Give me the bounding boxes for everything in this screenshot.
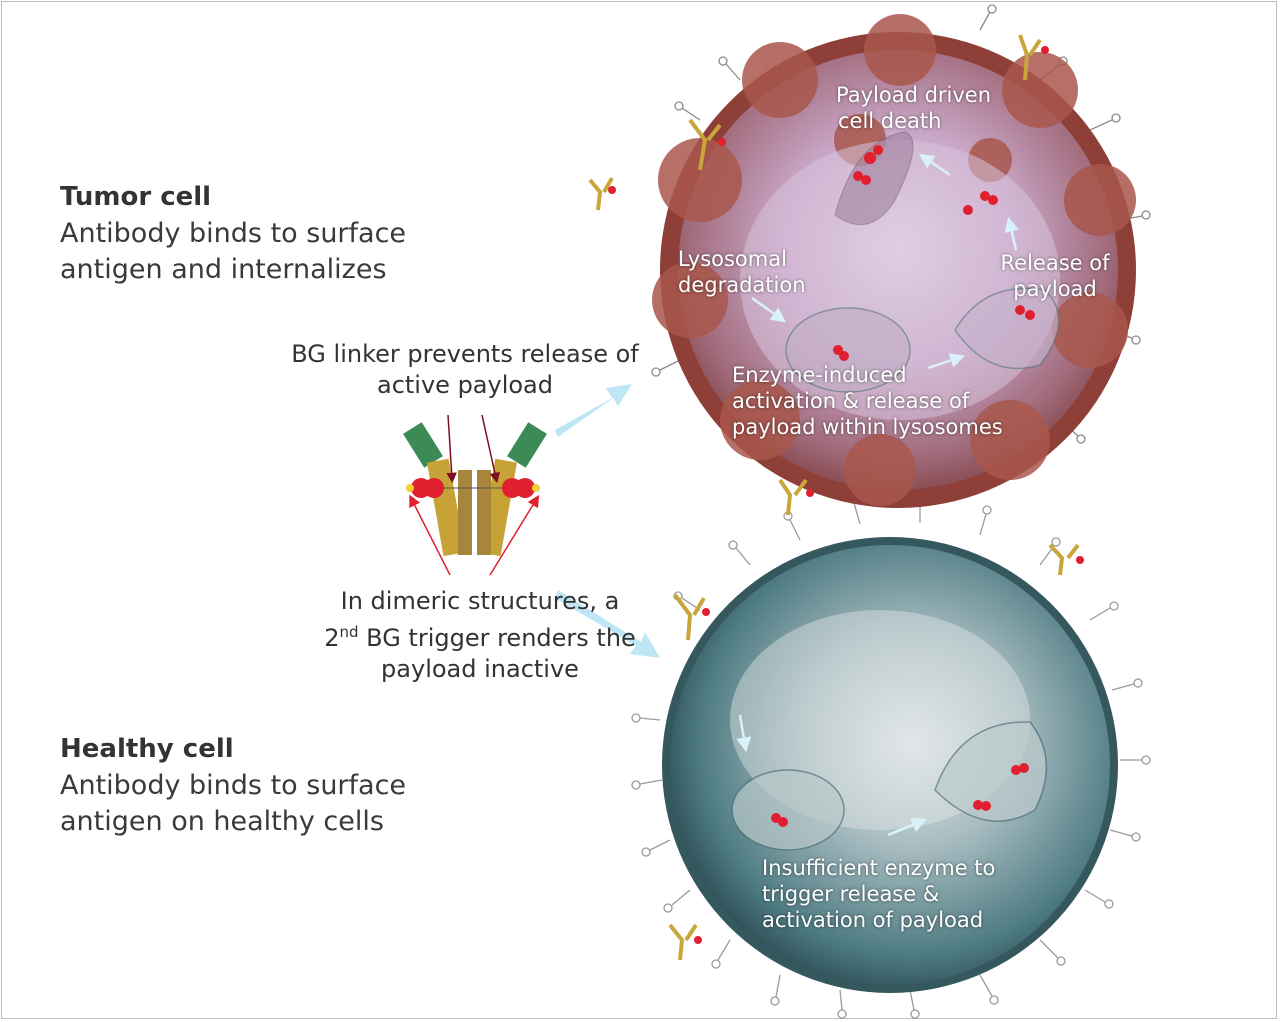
surface-antibodies [588, 34, 1084, 961]
dimeric-line3: payload inactive [381, 655, 579, 683]
lysosomal-line1: Lysosomal [678, 247, 787, 271]
cell-death-line2: cell death [838, 109, 942, 133]
cell-death-line1: Payload driven [836, 83, 992, 107]
dimeric-ordinal: 2 [324, 624, 340, 652]
linker-caption: BG linker prevents release of active pay… [270, 339, 660, 401]
release-line1: Release of [1000, 251, 1110, 275]
lysosomal-label: Lysosomal degradation [678, 246, 806, 298]
tumor-cell-title: Tumor cell [60, 182, 212, 212]
enzyme-line1: Enzyme-induced [732, 363, 907, 387]
healthy-desc-line1: Antibody binds to surface [60, 770, 407, 801]
healthy-cell-title: Healthy cell [60, 734, 234, 764]
healthy-cell [662, 537, 1118, 993]
dimeric-pointers [409, 494, 540, 576]
flow-arrows [555, 384, 660, 658]
insufficient-line2: trigger release & [762, 882, 940, 906]
dimeric-line1: In dimeric structures, a [340, 587, 620, 615]
dimeric-ordinal-suffix: nd [339, 623, 359, 641]
insufficient-line3: activation of payload [762, 908, 984, 932]
cell-death-label: Payload driven cell death [836, 82, 991, 134]
enzyme-label: Enzyme-induced activation & release of p… [732, 362, 1003, 440]
linker-antibody [403, 422, 547, 557]
enzyme-line2: activation & release of [732, 389, 970, 413]
dimeric-line2-text: BG trigger renders the [358, 624, 636, 652]
healthy-cell-description: Antibody binds to surface antigen on hea… [60, 768, 406, 840]
insufficient-line1: Insufficient enzyme to [762, 856, 996, 880]
linker-pointers [446, 414, 500, 484]
tumor-cell-description: Antibody binds to surface antigen and in… [60, 216, 406, 288]
healthy-desc-line2: antigen on healthy cells [60, 806, 384, 837]
release-label: Release of payload [985, 250, 1125, 302]
internal-arrows [736, 153, 1019, 837]
tumor-desc-line2: antigen and internalizes [60, 254, 387, 285]
tumor-cell [652, 14, 1136, 508]
dimeric-caption: In dimeric structures, a 2nd BG trigger … [300, 586, 660, 685]
release-line2: payload [1013, 277, 1097, 301]
linker-line1: BG linker prevents release of [291, 340, 639, 368]
enzyme-line3: payload within lysosomes [732, 415, 1003, 439]
dimeric-line2: 2nd BG trigger renders the [300, 617, 660, 654]
linker-line2: active payload [376, 371, 553, 399]
tumor-desc-line1: Antibody binds to surface [60, 218, 407, 249]
insufficient-label: Insufficient enzyme to trigger release &… [762, 855, 995, 933]
lysosomal-line2: degradation [678, 273, 806, 297]
